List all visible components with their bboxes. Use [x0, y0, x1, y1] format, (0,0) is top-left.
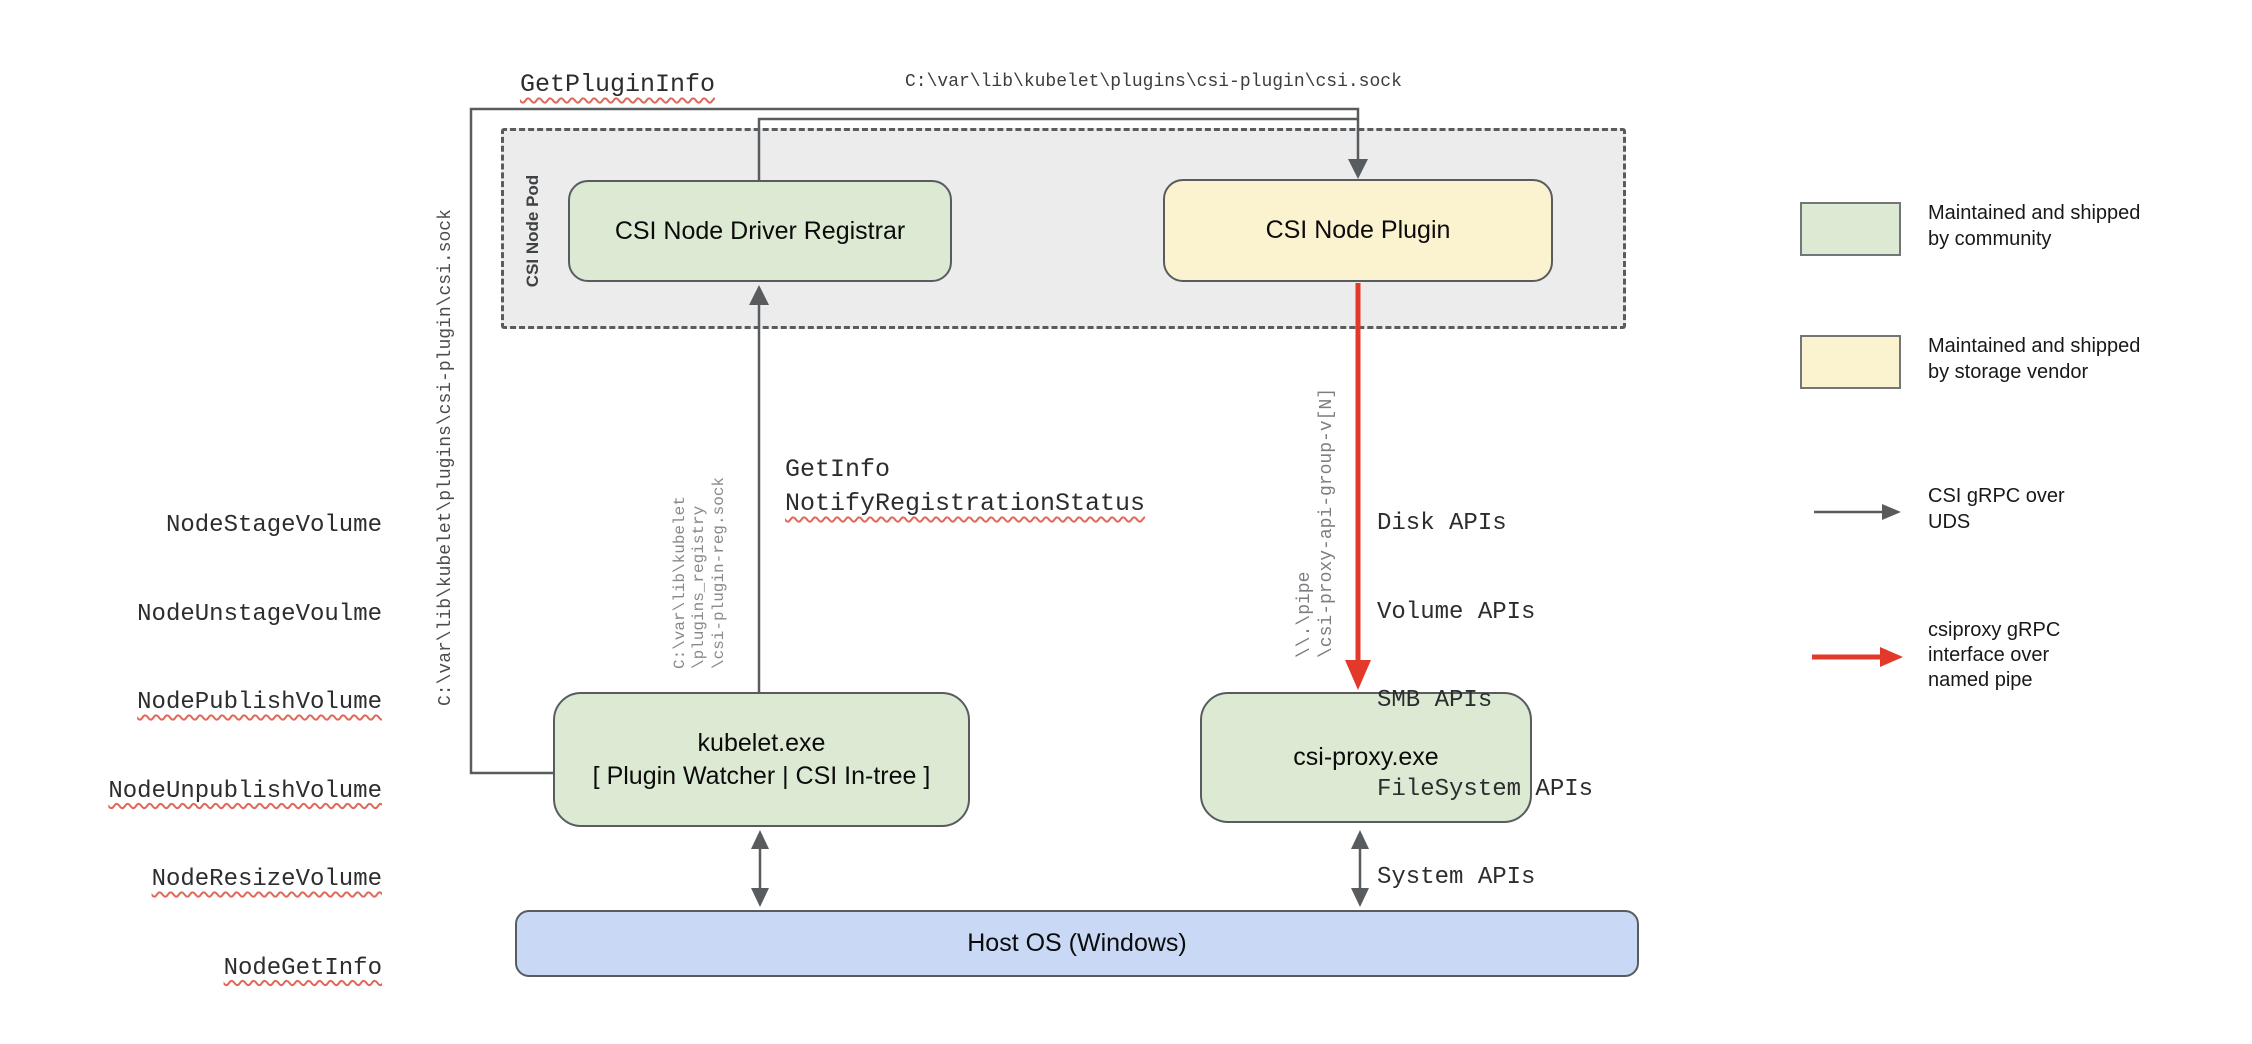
get-info-label: GetInfo [785, 455, 891, 484]
proxy-api-item: Disk APIs [1377, 510, 1507, 537]
node-api-item: NodeUnstageVoulme [137, 600, 382, 628]
legend-vendor-swatch [1800, 335, 1901, 389]
legend-pipe-arrowhead [1880, 647, 1903, 667]
proxy-api-item: Volume APIs [1377, 598, 1536, 626]
csi-sock-path-top-label: C:\var\lib\kubelet\plugins\csi-plugin\cs… [905, 72, 1402, 92]
csi-node-driver-registrar-box: CSI Node Driver Registrar [568, 180, 952, 282]
csi-sock-path-left-label: C:\var\lib\kubelet\plugins\csi-plugin\cs… [436, 209, 456, 706]
legend-community-swatch [1800, 202, 1901, 256]
plugin-reg-sock-path-label: C:\var\lib\kubelet \plugins_registry \cs… [671, 476, 728, 669]
host-os-box: Host OS (Windows) [515, 910, 1639, 977]
kubelet-box: kubelet.exe [ Plugin Watcher | CSI In-tr… [553, 692, 970, 827]
legend-uds-arrowhead [1882, 504, 1901, 520]
proxy-api-list: Disk APIs Volume APIs SMB APIs FileSyste… [1377, 450, 1593, 952]
proxy-api-item: System APIs [1377, 864, 1536, 891]
notify-registration-status-label: NotifyRegistrationStatus [785, 489, 1146, 518]
legend-uds-label: CSI gRPC over UDS [1928, 485, 2065, 533]
legend-vendor-label: Maintained and shipped by storage vendor [1928, 335, 2141, 383]
node-api-item: NodeStageVolume [165, 512, 382, 539]
kubelet-label: kubelet.exe [ Plugin Watcher | CSI In-tr… [592, 728, 931, 790]
csi-node-pod-label: CSI Node Pod [523, 174, 542, 288]
proxy-hostos-up-arrowhead [1351, 830, 1369, 849]
node-api-item: NodePublishVolume [137, 689, 382, 716]
proxy-red-arrowhead [1345, 660, 1371, 690]
proxy-hostos-down-arrowhead [1351, 888, 1369, 907]
named-pipe-path-label: \\.\pipe \csi-proxy-api-group-v[N] [1295, 387, 1337, 658]
get-plugin-info-label: GetPluginInfo [520, 70, 716, 99]
host-os-label: Host OS (Windows) [967, 929, 1187, 957]
node-api-item: NodeGetInfo [223, 954, 382, 982]
proxy-api-item: SMB APIs [1377, 687, 1493, 714]
csi-node-plugin-label: CSI Node Plugin [1265, 216, 1451, 244]
proxy-api-item: FileSystem APIs [1377, 775, 1594, 803]
csi-node-driver-registrar-label: CSI Node Driver Registrar [614, 216, 906, 245]
csi-node-plugin-box: CSI Node Plugin [1163, 179, 1553, 282]
node-api-item: NodeUnpublishVolume [108, 777, 382, 805]
legend-community-label: Maintained and shipped by community [1928, 202, 2141, 250]
legend-pipe-label: csiproxy gRPC interface over named pipe [1928, 619, 2061, 691]
node-api-item: NodeResizeVolume [151, 866, 382, 893]
kubelet-hostos-up-arrowhead [751, 830, 769, 849]
node-api-list: NodeStageVolume NodeUnstageVoulme NodePu… [100, 452, 382, 1044]
kubelet-hostos-down-arrowhead [751, 888, 769, 907]
